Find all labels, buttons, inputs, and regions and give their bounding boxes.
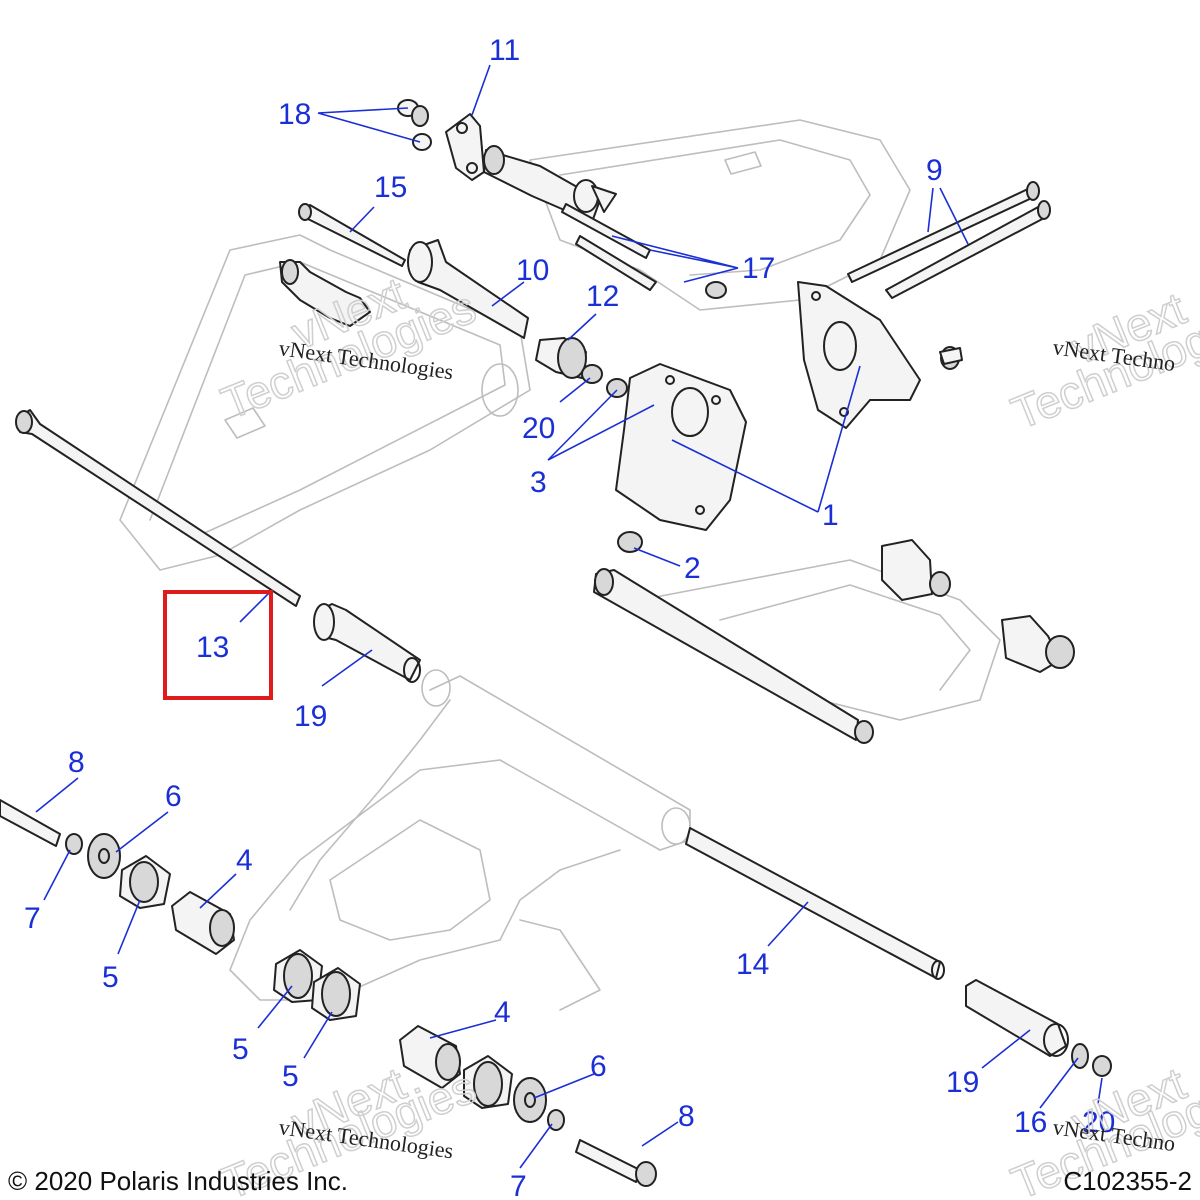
callout-5-left: 5 [102,961,119,994]
sleeve-4-right [399,1025,461,1089]
callout-17: 17 [742,252,775,285]
bracket-1-front [615,363,747,531]
callout-4-left: 4 [236,844,253,877]
bushing-5-left [119,855,171,909]
bolt-8-left [0,799,61,847]
nut-20-upper [581,364,603,384]
bolt-8-right [575,1139,657,1187]
washer-7-left [65,833,83,855]
bushing-5-mid-b [311,967,361,1021]
highlight-box-13 [163,590,273,700]
bolt-2 [617,531,643,553]
bracket-11 [445,113,485,181]
callout-8-right: 8 [678,1100,695,1133]
callout-9: 9 [926,154,943,187]
callout-19-left: 19 [294,700,327,733]
long-bolt-13 [15,409,301,607]
callout-7-left: 7 [24,902,41,935]
callout-20-upper: 20 [522,412,555,445]
callout-2: 2 [684,552,701,585]
bushing-assembly-upper [483,145,601,223]
nut-20-lower [1092,1055,1112,1077]
washer-16 [1071,1043,1089,1069]
callout-3: 3 [530,466,547,499]
callout-labels: 11 18 15 9 17 10 12 20 3 1 2 13 19 8 6 7… [24,34,1115,1200]
trailing-arm-ghost [229,669,691,1011]
bolt-15 [298,203,406,267]
callout-18: 18 [278,98,311,131]
callout-19-right: 19 [946,1066,979,1099]
callout-10: 10 [516,254,549,287]
bushing-stack-upper-left [279,259,371,327]
callout-14: 14 [736,948,769,981]
nut-18b [412,133,432,151]
callout-5-mid-a: 5 [232,1033,249,1066]
callout-11: 11 [489,34,520,67]
callout-20-lower: 20 [1082,1106,1115,1139]
callout-8-left: 8 [68,746,85,779]
washer-6-left [87,833,121,879]
shaft-14 [685,827,945,980]
lower-shaft-right [593,568,874,744]
sleeve-19-right [965,979,1069,1057]
bolts-17 [561,185,657,291]
bushing-right-lower [463,1055,513,1109]
bushing-12 [535,337,587,379]
sleeve-10 [407,239,529,339]
callout-13: 13 [196,631,229,664]
sleeve-4-left [171,891,235,955]
rear-a-arm-ghost-left [119,234,531,571]
bolt-9a [847,181,1040,283]
callout-16: 16 [1014,1106,1047,1139]
copyright-text: © 2020 Polaris Industries Inc. [8,1166,348,1196]
nut-18a [397,99,429,127]
callout-7-right: 7 [510,1170,527,1200]
diagram-id: C102355-2 [1063,1166,1192,1196]
sleeve-19-left [313,603,421,683]
bolt-right-of-bracket [939,346,963,370]
bolt-9b [885,200,1051,299]
callout-1: 1 [822,499,839,532]
callout-12: 12 [586,280,619,313]
bushing-pair-right [881,539,1075,673]
callout-6-right: 6 [590,1050,607,1083]
callout-6-left: 6 [165,780,182,813]
callout-4-right: 4 [494,996,511,1029]
callout-15: 15 [374,171,407,204]
callout-5-mid-b: 5 [282,1060,299,1093]
washer-6-right [513,1077,547,1123]
bracket-1-rear [797,281,921,429]
nut-upper-right [705,281,727,299]
leader-lines [35,64,1103,1169]
